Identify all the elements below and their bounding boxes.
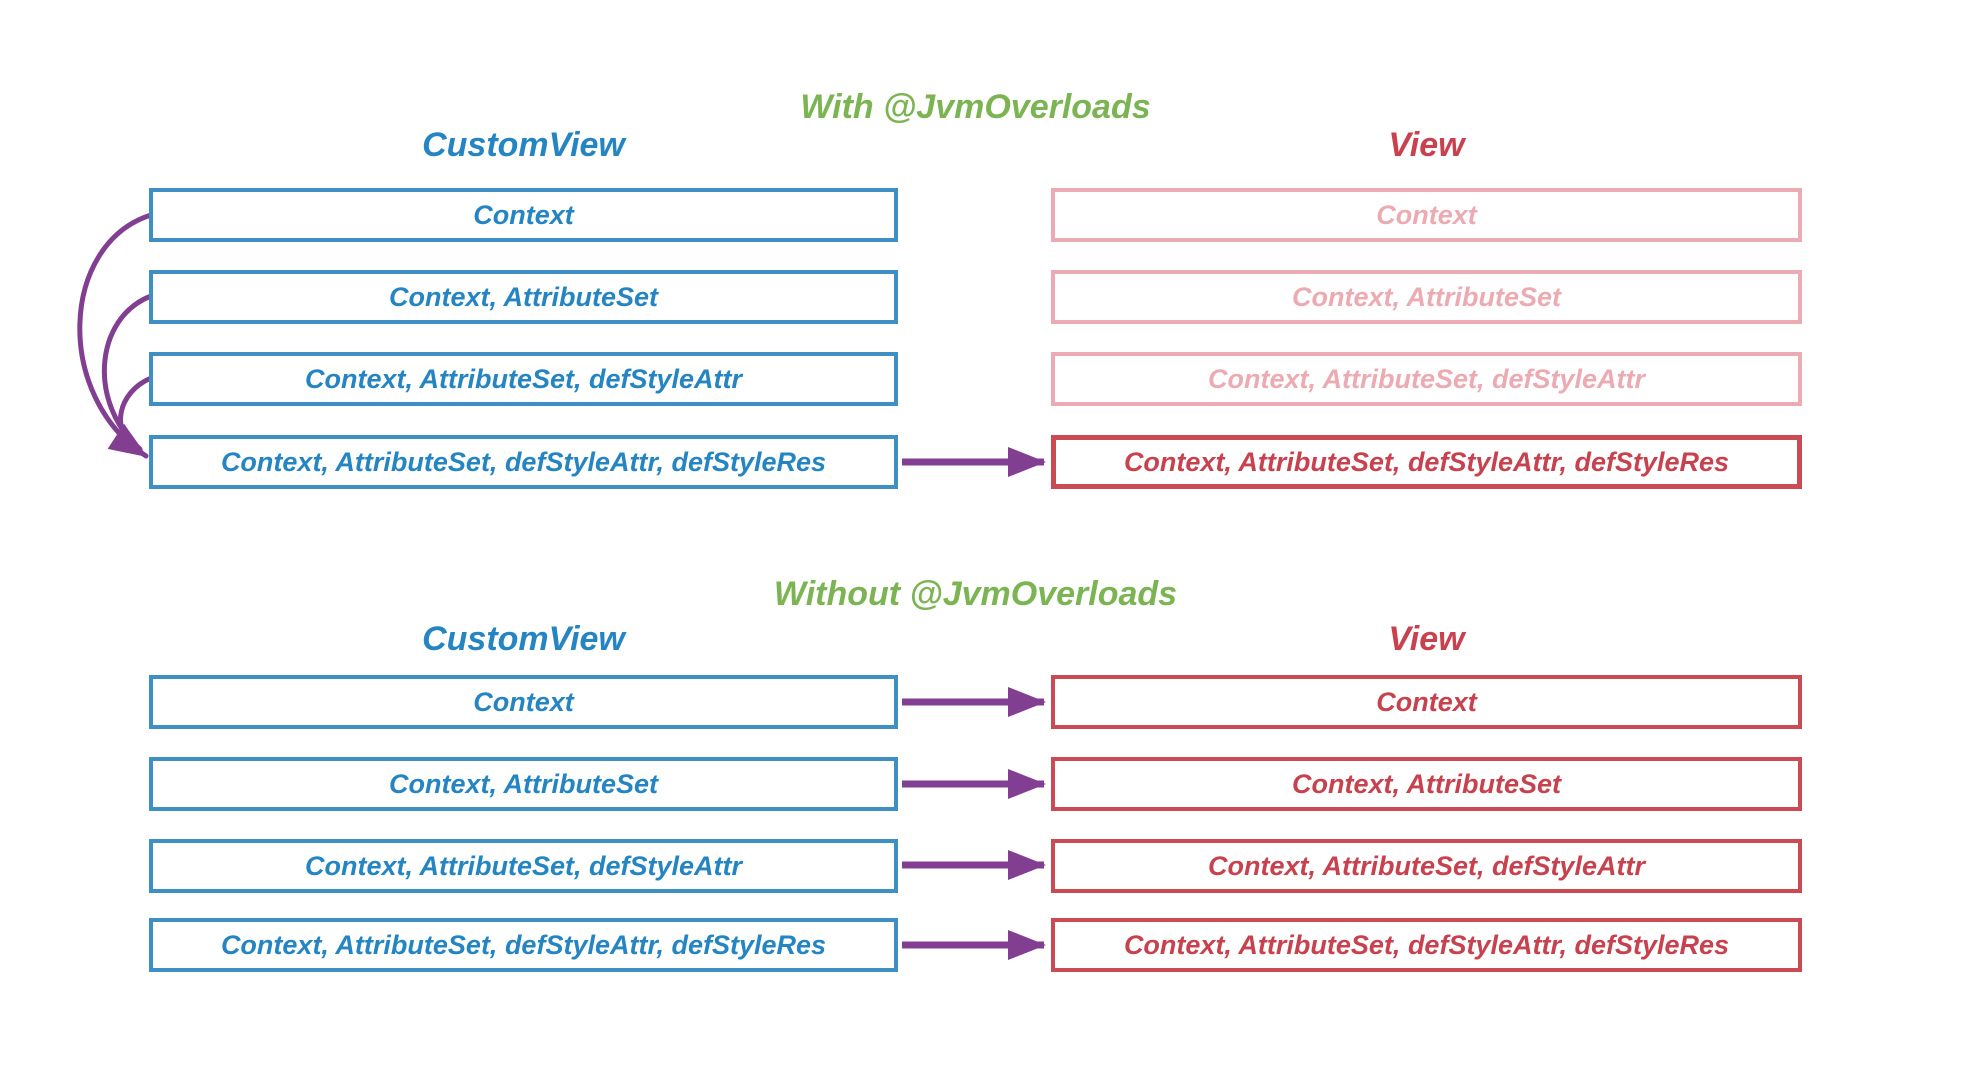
ctor-box-with-customview-context-attrs-defstyleattr: Context, AttributeSet, defStyleAttr bbox=[149, 352, 898, 406]
ctor-box-without-customview-context-attrs-defstyleattr: Context, AttributeSet, defStyleAttr bbox=[149, 839, 898, 893]
ctor-box-without-customview-context-attrs: Context, AttributeSet bbox=[149, 757, 898, 811]
column-header-view-top: View bbox=[1388, 126, 1465, 164]
ctor-box-with-customview-context: Context bbox=[149, 188, 898, 242]
section-title-without-jvmoverloads: Without @JvmOverloads bbox=[773, 575, 1178, 613]
curved-redirect-arrow-row3 bbox=[118, 375, 154, 452]
ctor-box-without-customview-full: Context, AttributeSet, defStyleAttr, def… bbox=[149, 918, 898, 972]
ctor-box-with-customview-context-attrs: Context, AttributeSet bbox=[149, 270, 898, 324]
ctor-box-with-view-full-active: Context, AttributeSet, defStyleAttr, def… bbox=[1051, 435, 1802, 489]
section-title-with-jvmoverloads: With @JvmOverloads bbox=[800, 88, 1151, 126]
ctor-box-without-view-full: Context, AttributeSet, defStyleAttr, def… bbox=[1051, 918, 1802, 972]
ctor-box-with-view-context-attrs-defstyleattr-faded: Context, AttributeSet, defStyleAttr bbox=[1051, 352, 1802, 406]
ctor-box-with-customview-full: Context, AttributeSet, defStyleAttr, def… bbox=[149, 435, 898, 489]
ctor-box-without-customview-context: Context bbox=[149, 675, 898, 729]
ctor-box-without-view-context-attrs: Context, AttributeSet bbox=[1051, 757, 1802, 811]
ctor-box-without-view-context: Context bbox=[1051, 675, 1802, 729]
column-header-customview-top: CustomView bbox=[422, 126, 625, 164]
column-header-customview-bottom: CustomView bbox=[422, 620, 625, 658]
column-header-view-bottom: View bbox=[1388, 620, 1465, 658]
ctor-box-with-view-context-attrs-faded: Context, AttributeSet bbox=[1051, 270, 1802, 324]
curved-redirect-arrow-row1 bbox=[77, 212, 154, 459]
ctor-box-with-view-context-faded: Context bbox=[1051, 188, 1802, 242]
ctor-box-without-view-context-attrs-defstyleattr: Context, AttributeSet, defStyleAttr bbox=[1051, 839, 1802, 893]
